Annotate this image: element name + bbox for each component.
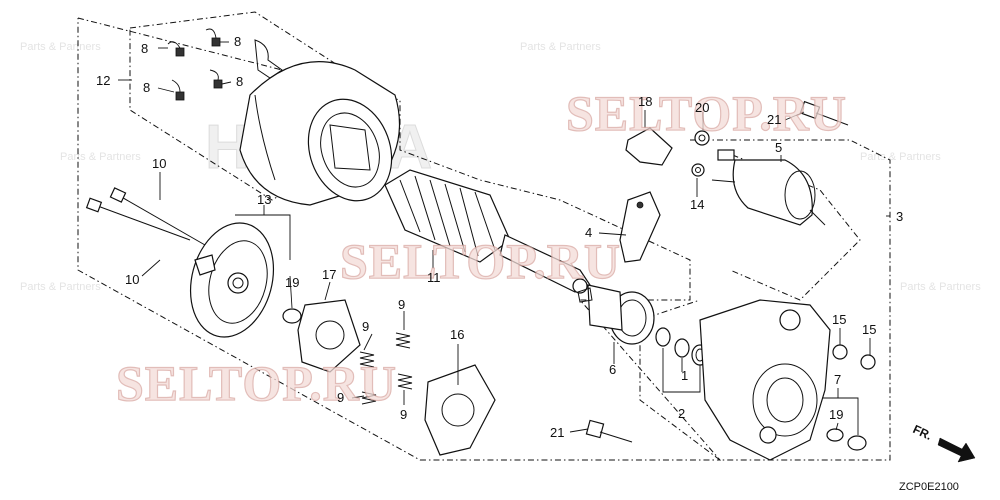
callout-10: 10 — [152, 156, 166, 171]
callout-1: 1 — [681, 368, 688, 383]
callout-9: 9 — [362, 319, 369, 334]
callout-20: 20 — [695, 100, 709, 115]
left-assembly-boundary — [77, 17, 722, 461]
faint-text: Parts & Partners — [520, 41, 601, 53]
brush — [175, 47, 185, 57]
solenoid — [711, 149, 826, 226]
yoke-housing — [239, 61, 401, 206]
callout-13: 13 — [257, 192, 271, 207]
brush-set — [167, 28, 283, 101]
brush — [211, 37, 221, 47]
drive-housing — [699, 299, 831, 461]
drawing-code: ZCP0E2100 — [899, 481, 959, 493]
solenoid-bolt — [799, 100, 849, 126]
springs — [359, 332, 413, 405]
brush — [213, 79, 223, 89]
faint-text: Parts & Partners — [60, 151, 141, 163]
callout-10: 10 — [125, 272, 139, 287]
faint-text: Parts & Partners — [20, 41, 101, 53]
callout-7: 7 — [834, 372, 841, 387]
callout-15: 15 — [832, 312, 846, 327]
seltop-watermark: SELTOP.RU — [116, 355, 397, 411]
housing-bolt — [585, 419, 633, 443]
background-text-layer: Parts & Partners Parts & Partners Parts … — [20, 41, 981, 293]
through-bolts — [85, 187, 206, 246]
faint-text: Parts & Partners — [860, 151, 941, 163]
callout-4: 4 — [585, 225, 592, 240]
pinion-gear — [577, 284, 655, 345]
callout-19: 19 — [285, 275, 299, 290]
callout-12: 12 — [96, 73, 110, 88]
brush-plate — [297, 299, 361, 373]
right-small-parts — [826, 344, 876, 451]
armature — [384, 169, 591, 294]
callout-14: 14 — [690, 197, 704, 212]
bushing — [282, 308, 302, 324]
callout-9: 9 — [398, 297, 405, 312]
callout-19: 19 — [829, 407, 843, 422]
callout-8: 8 — [234, 34, 241, 49]
callout-3: 3 — [896, 209, 903, 224]
callout-15: 15 — [862, 322, 876, 337]
nuts — [691, 130, 710, 177]
front-arrow-icon — [937, 437, 976, 463]
callout-6: 6 — [609, 362, 616, 377]
brush — [175, 91, 185, 101]
callout-16: 16 — [450, 327, 464, 342]
callout-11: 11 — [427, 270, 441, 285]
callout-8: 8 — [143, 80, 150, 95]
brush-terminal — [254, 39, 283, 79]
watermark-layer: SELTOP.RU SELTOP.RU SELTOP.RU — [115, 84, 847, 411]
callout-8: 8 — [141, 41, 148, 56]
callout-9: 9 — [400, 407, 407, 422]
callout-17: 17 — [322, 267, 336, 282]
callout-2: 2 — [678, 406, 685, 421]
seltop-watermark: SELTOP.RU — [566, 85, 847, 141]
shift-lever — [619, 191, 661, 263]
leader-lines — [118, 41, 890, 435]
rear-cover — [189, 222, 275, 338]
callout-9: 9 — [337, 390, 344, 405]
callout-8: 8 — [236, 74, 243, 89]
callout-5: 5 — [775, 140, 782, 155]
faint-text: Parts & Partners — [900, 281, 981, 293]
callout-21: 21 — [550, 425, 564, 440]
fr-label: FR. — [911, 422, 934, 443]
callout-21: 21 — [767, 112, 781, 127]
brush-holder — [424, 364, 496, 456]
seltop-watermark: SELTOP.RU — [340, 233, 621, 289]
callout-18: 18 — [638, 94, 652, 109]
callout-labels: 1 2 3 4 5 6 7 8 8 8 8 9 9 9 9 10 10 11 1… — [96, 34, 903, 440]
faint-text: Parts & Partners — [20, 281, 101, 293]
front-direction-marker: FR. — [911, 422, 976, 463]
dust-cover — [625, 127, 673, 166]
